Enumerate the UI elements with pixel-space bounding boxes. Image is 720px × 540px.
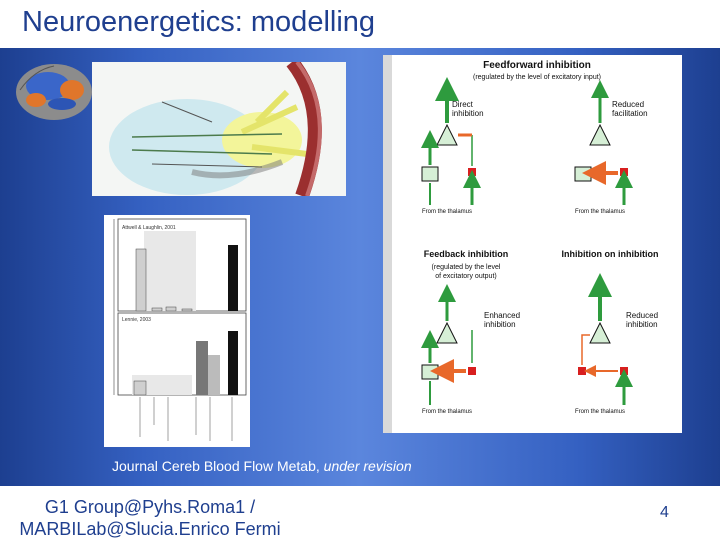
from-thalamus-label-3: From the thalamus bbox=[422, 409, 472, 415]
feedback-title: Feedback inhibition bbox=[424, 249, 509, 259]
caption-journal: Journal Cereb Blood Flow Metab, bbox=[112, 458, 324, 474]
inhibition-circuit-figure: Feedforward inhibition (regulated by the… bbox=[392, 55, 682, 433]
feedforward-title: Feedforward inhibition bbox=[483, 60, 591, 71]
slide-footer: G1 Group@Pyhs.Roma1 / MARBILab@Slucia.En… bbox=[0, 496, 300, 540]
energy-budget-bar-figure: Attwell & Laughlin, 2001 Lennie, 2003 bbox=[104, 215, 250, 447]
figure-strip bbox=[383, 55, 393, 433]
from-thalamus-label-2: From the thalamus bbox=[575, 209, 625, 215]
bar-panel2-label: Lennie, 2003 bbox=[122, 317, 151, 323]
page-number: 4 bbox=[660, 504, 669, 521]
from-thalamus-label-1: From the thalamus bbox=[422, 209, 472, 215]
from-thalamus-label-4: From the thalamus bbox=[575, 409, 625, 415]
brain-image bbox=[16, 64, 92, 120]
bar-panel1-label: Attwell & Laughlin, 2001 bbox=[122, 225, 176, 231]
footer-line-2: MARBILab@Slucia.Enrico Fermi bbox=[19, 519, 281, 539]
footer-line-1: G1 Group@Pyhs.Roma1 / bbox=[44, 497, 256, 517]
metabolic-pathway-figure bbox=[92, 62, 346, 196]
caption-status: under revision bbox=[323, 458, 412, 474]
inhibition-on-inhibition-title: Inhibition on inhibition bbox=[562, 249, 659, 259]
figure-caption: Journal Cereb Blood Flow Metab, under re… bbox=[112, 458, 412, 474]
slide-title: Neuroenergetics: modelling bbox=[22, 6, 376, 38]
feedforward-subtitle: (regulated by the level of excitatory in… bbox=[473, 74, 601, 81]
